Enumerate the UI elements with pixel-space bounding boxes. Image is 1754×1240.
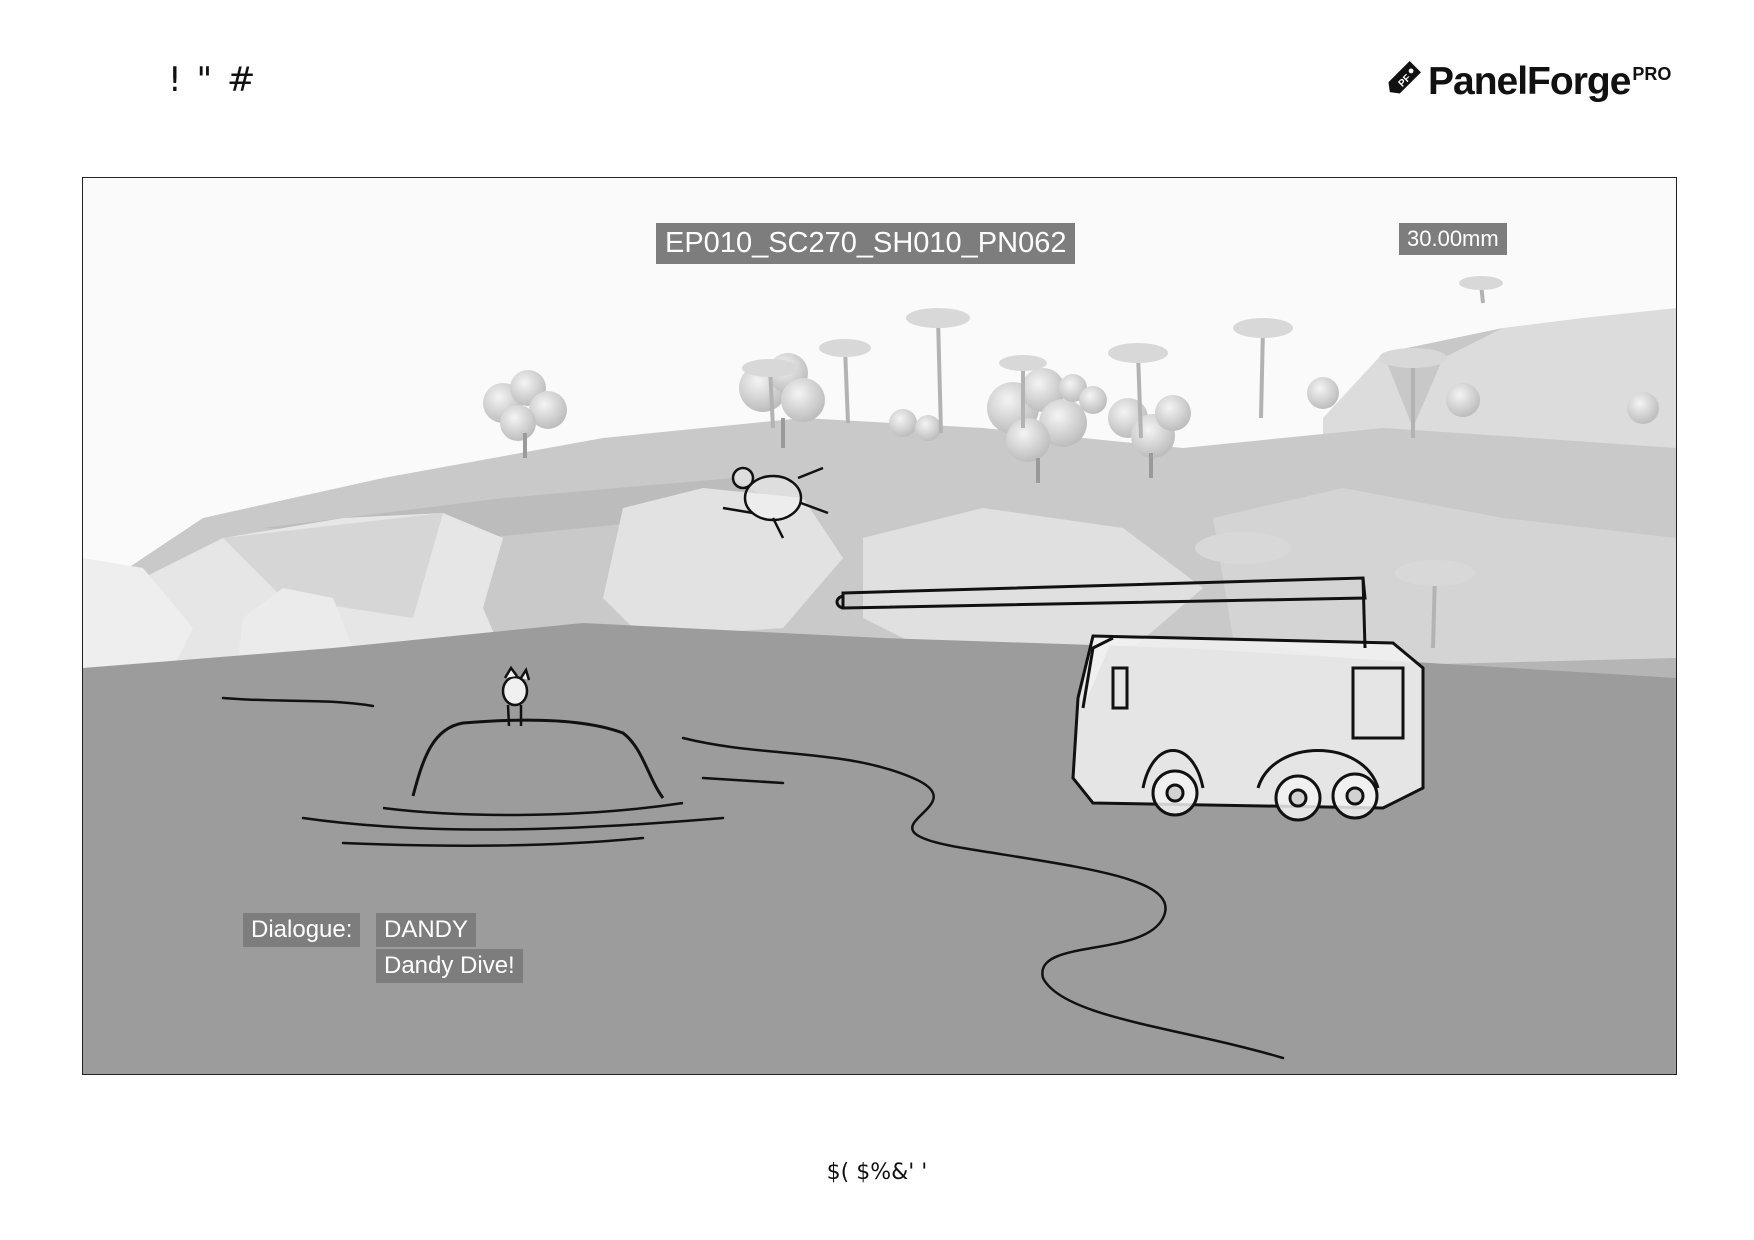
page-footer-code: $( $%&' ' xyxy=(826,1160,928,1185)
dialogue-character: DANDY xyxy=(376,913,477,947)
lens-label: 30.00mm xyxy=(1399,223,1507,255)
page-header-code: ! " # xyxy=(168,60,258,100)
brand-name: PanelForge xyxy=(1428,60,1631,103)
dialogue-prefix: Dialogue: xyxy=(243,913,361,947)
panel-id-label: EP010_SC270_SH010_PN062 xyxy=(656,223,1076,264)
brand-tier: PRO xyxy=(1632,64,1672,84)
pf-tag-icon: PF xyxy=(1388,61,1421,94)
dialogue-line: Dandy Dive! xyxy=(376,949,523,983)
brand-logo: PF PanelForge PRO xyxy=(1382,56,1671,108)
storyboard-panel[interactable]: EP010_SC270_SH010_PN062 30.00mm Dialogue… xyxy=(82,177,1677,1075)
